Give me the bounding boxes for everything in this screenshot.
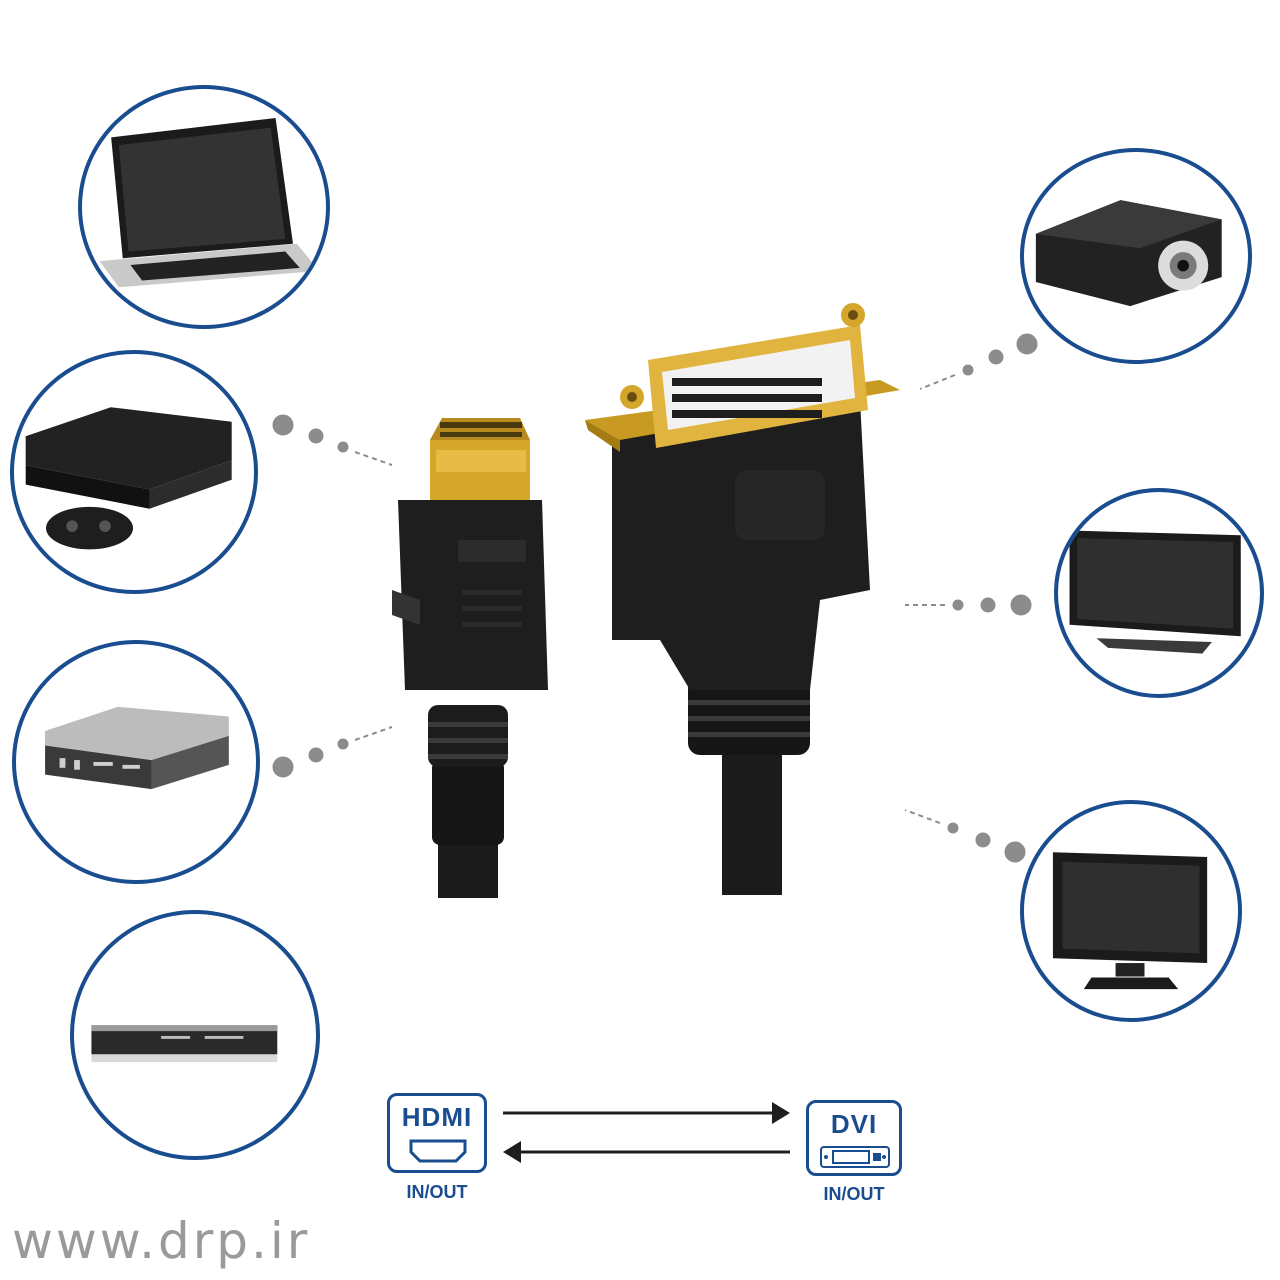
dvi-connector — [585, 303, 900, 895]
dvi-port-box: DVI — [806, 1100, 902, 1176]
television-icon — [1069, 530, 1241, 654]
watermark-text: www.drp.ir — [12, 1212, 311, 1270]
hdmi-connector — [392, 418, 548, 898]
hdmi-direction: IN/OUT — [406, 1182, 468, 1202]
device-circle-dvd-player — [70, 910, 320, 1160]
dvi-direction: IN/OUT — [823, 1184, 885, 1204]
mini-pc-icon — [45, 706, 229, 790]
device-circle-monitor — [1020, 800, 1242, 1022]
device-circle-laptop — [78, 85, 330, 329]
hdmi-port-icon — [409, 1139, 467, 1163]
conversion-arrows — [503, 1102, 790, 1163]
laptop-icon — [99, 118, 320, 288]
device-circle-mini-pc — [12, 640, 260, 884]
dvd-player-icon — [91, 1025, 278, 1063]
projector-icon — [1035, 200, 1222, 307]
device-circle-television — [1054, 488, 1264, 698]
dotted-connectors — [272, 333, 1038, 863]
device-circle-projector — [1020, 148, 1252, 364]
device-circle-game-console — [10, 350, 258, 594]
hdmi-title: HDMI — [401, 1102, 473, 1132]
hdmi-port-box: HDMI — [387, 1093, 487, 1173]
game-console-icon — [25, 407, 232, 550]
dvi-title: DVI — [830, 1109, 878, 1139]
dvi-port-icon — [820, 1146, 890, 1168]
monitor-icon — [1052, 852, 1208, 990]
